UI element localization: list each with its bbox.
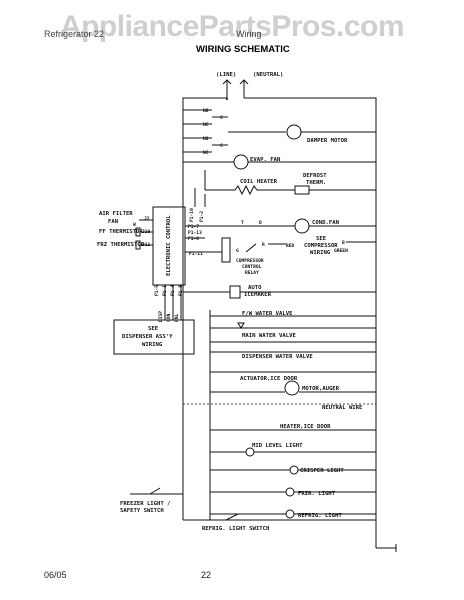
- refrig-light-switch-label: REFRIG. LIGHT SWITCH: [202, 526, 269, 532]
- con-conn-label: CON: [166, 313, 172, 322]
- footer-date: 06/05: [44, 570, 67, 580]
- dispenser-water-valve-label: DISPENSER WATER VALVE: [242, 354, 313, 360]
- dispenser-assy-label: DISPENSER ASS'Y: [122, 334, 173, 340]
- crisper-light-label: CRISPER LIGHT: [300, 468, 344, 474]
- mid-level-light-label: MID LEVEL LIGHT: [252, 443, 303, 449]
- pin-w-label: W: [133, 222, 136, 228]
- damper-switch: NO NC C NO NC C: [183, 108, 228, 156]
- header-right-text: Wiring: [236, 29, 262, 39]
- crisper-light-symbol: [289, 465, 299, 475]
- neutral-bus: [244, 97, 377, 548]
- cond-fan-symbol: [294, 218, 310, 234]
- neutral-label: (NEUTRAL): [253, 72, 283, 78]
- line-label: (LINE): [216, 72, 236, 78]
- relay-r-label: R: [262, 242, 265, 248]
- frzr-light-label: FRZR. LIGHT: [298, 491, 336, 497]
- refrig-light-symbol: [285, 509, 295, 519]
- coil-heater-label: COIL HEATER: [240, 179, 278, 185]
- relay-d-label: D: [259, 220, 262, 226]
- dispenser-assy-box: [113, 319, 195, 355]
- pin-p1-2: P1-2: [199, 211, 205, 222]
- heater-ice-door-label: HEATER,ICE DOOR: [280, 424, 331, 430]
- relay-compressor-label: COMPRESSOR: [236, 258, 264, 264]
- b-label: B: [342, 240, 345, 246]
- switch-c-label-2: C: [220, 143, 223, 149]
- power-plug: [222, 79, 249, 98]
- pin-p1-13: P1-13: [188, 230, 202, 236]
- pin-p1-11: P1-11: [189, 251, 203, 257]
- refrig-light-label: REFRIG. LIGHT: [298, 513, 342, 519]
- red-label: RED: [286, 243, 295, 249]
- icemaker-label: ICEMAKER: [244, 292, 272, 298]
- fw-valve-symbol: [237, 322, 245, 329]
- air-filter-fan-label: FAN: [108, 219, 119, 225]
- switch-c-label: C: [220, 115, 223, 121]
- relay-g-label: G: [236, 248, 239, 254]
- dispenser-see-label: SEE: [148, 326, 158, 332]
- green-label: GREEN: [334, 248, 348, 254]
- header-left-text: Refrigerator 22: [44, 29, 105, 39]
- evap-fan-label: EVAP. FAN: [250, 157, 281, 163]
- compressor-see-label: SEE: [316, 236, 326, 242]
- disp-conn-label: DISP: [158, 311, 164, 322]
- mid-level-light-symbol: [245, 447, 255, 457]
- main-water-valve-label: MAIN WATER VALVE: [242, 333, 296, 339]
- electronic-control-label: ELECTRONIC CONTROL: [166, 215, 172, 276]
- auger-motor-symbol: [284, 380, 300, 396]
- switch-no-label: NO: [203, 108, 209, 114]
- defrost-therm-label: THERM.: [306, 180, 326, 186]
- damper-motor-label: DAMPER MOTOR: [307, 138, 348, 144]
- relay-control-label: CONTROL: [242, 264, 262, 270]
- switch-no-label-2: NO: [203, 136, 209, 142]
- defrost-therm-symbol: [294, 185, 310, 195]
- damper-motor-symbol: [286, 124, 302, 140]
- pin-p1-5: P1-5: [154, 285, 160, 296]
- freezer-light-label: FREEZER LIGHT /: [120, 501, 171, 507]
- neutral-wire-label: NEUTRAL WIRE: [322, 405, 362, 411]
- page-title: WIRING SCHEMATIC: [196, 44, 290, 55]
- ff-thermistor-label: FF THERMISTOR: [99, 229, 143, 235]
- compressor-wiring-label: WIRING: [310, 250, 331, 256]
- air-filter-label: AIR FILTER: [99, 211, 133, 217]
- coil-heater-symbol: [205, 184, 295, 196]
- defrost-label: DEFROST: [303, 173, 327, 179]
- motor-auger-label: MOTOR,AUGER: [302, 386, 340, 392]
- pin-p1-7: P1-7: [188, 224, 199, 230]
- frzr-light-symbol: [285, 487, 295, 497]
- safety-switch-label: SAFETY SWITCH: [120, 508, 164, 514]
- fw-water-valve-label: F/W WATER VALVE: [242, 311, 293, 317]
- auto-label: AUTO: [248, 285, 262, 291]
- pin-p1-8: P1-8: [188, 236, 199, 242]
- watermark: AppliancePartsPros.com: [59, 10, 405, 43]
- pin-p1-10: P1-10: [189, 208, 195, 222]
- cond-fan-label: COND.FAN: [312, 220, 340, 226]
- relay-t-label: T: [241, 220, 244, 226]
- relay-coil-symbol: [221, 237, 231, 263]
- dispenser-wiring-label: WIRING: [142, 342, 163, 348]
- line-bus: [182, 97, 227, 520]
- actuator-ice-door-label: ACTUATOR,ICE DOOR: [240, 376, 298, 382]
- pin-j2-label: J2: [144, 216, 150, 222]
- electronic-control-board: [152, 206, 186, 286]
- switch-nc-label-2: NC: [203, 150, 209, 156]
- evap-fan-symbol: [233, 154, 249, 170]
- switch-nc-label: NC: [203, 122, 209, 128]
- icemaker-symbol: [229, 285, 241, 299]
- compressor-label: COMPRESSOR: [304, 243, 338, 249]
- relay-relay-label: RELAY: [245, 270, 259, 276]
- frz-thermistor-label: FRZ THERMISTOR: [97, 242, 145, 248]
- pnl-conn-label: PNL: [174, 313, 180, 322]
- footer-page-number: 22: [201, 570, 212, 580]
